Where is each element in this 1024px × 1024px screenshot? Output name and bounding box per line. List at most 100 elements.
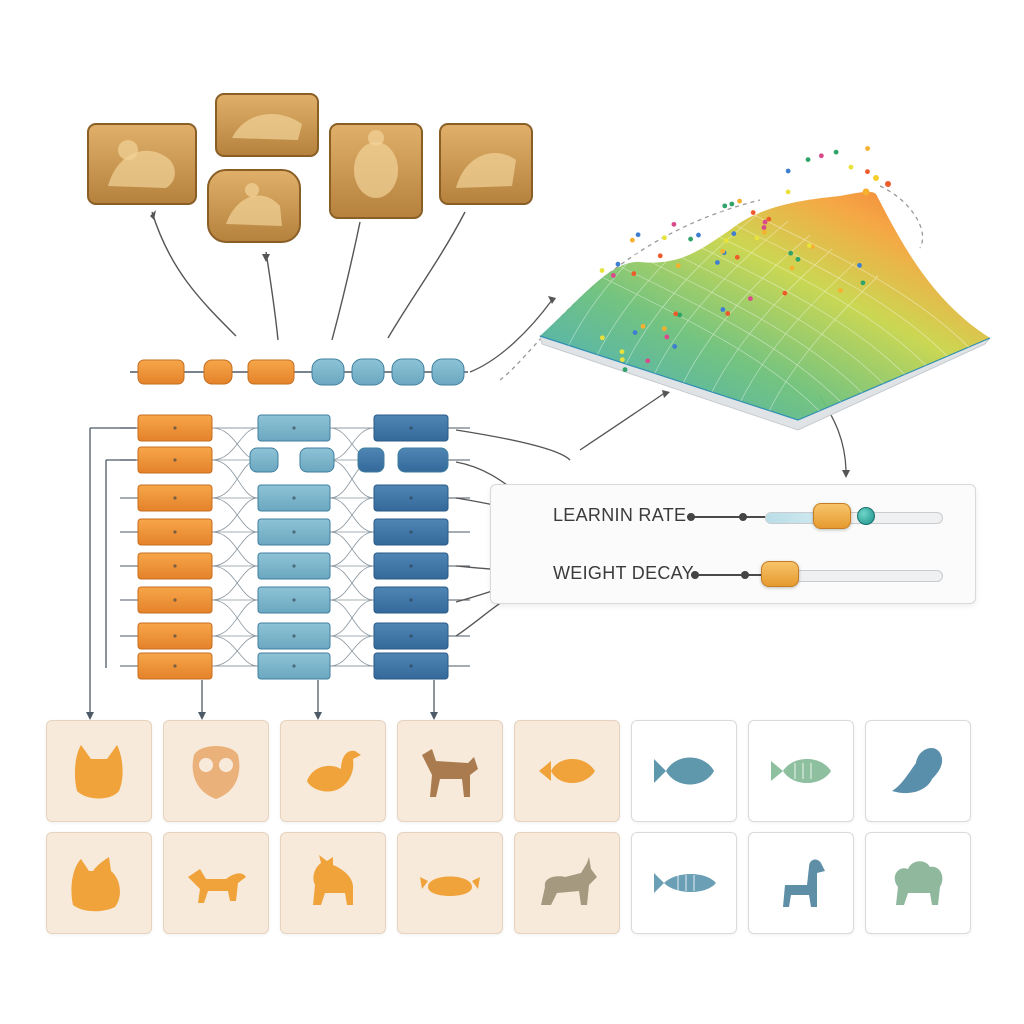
loss-sample-point [599, 268, 605, 273]
output-tile[interactable] [631, 832, 737, 934]
loss-sample-point [789, 265, 795, 271]
loss-sample-point [785, 189, 791, 195]
loss-sample-point [782, 290, 788, 296]
loss-sample-point [661, 326, 667, 332]
loss-sample-point [662, 235, 667, 241]
output-tile[interactable] [865, 832, 971, 934]
two-cats-icon [71, 857, 120, 912]
loss-sample-point [619, 349, 625, 355]
output-tile[interactable] [748, 832, 854, 934]
loss-sample-point [615, 261, 621, 267]
crab-icon [420, 876, 480, 896]
loss-sample-point [795, 256, 801, 262]
loss-sample-point [632, 330, 638, 335]
loss-sample-point [731, 231, 737, 237]
learning-rate-handle[interactable] [813, 503, 852, 529]
input-connectors [151, 160, 466, 341]
loss-sample-point [723, 238, 729, 243]
loss-sample-point [754, 235, 760, 241]
attention-node [249, 447, 279, 473]
loss-sample-point [805, 157, 811, 162]
loss-sample-point [671, 221, 677, 227]
output-tile[interactable] [748, 720, 854, 822]
loss-sample-point [696, 232, 701, 238]
loss-sample-point [729, 201, 735, 207]
loss-sample-point [860, 280, 866, 286]
output-tile[interactable] [397, 720, 503, 822]
loss-sample-point [785, 168, 791, 174]
loss-sample-point [818, 153, 824, 159]
fish-icon [654, 757, 714, 785]
bus-arrows [86, 712, 438, 720]
loss-sample-point [806, 243, 812, 249]
weight-decay-row: WEIGHT DECAY [491, 555, 975, 595]
loss-sample-point [857, 263, 862, 268]
fox-icon [188, 869, 246, 903]
loss-sample-point [734, 254, 740, 260]
loss-sample-point [747, 296, 753, 301]
cat-icon [74, 745, 123, 799]
loss-sample-point [664, 334, 670, 340]
output-tile[interactable] [46, 832, 152, 934]
output-tile[interactable] [514, 720, 620, 822]
loss-sample-point [645, 358, 651, 364]
loss-sample-point [657, 253, 663, 259]
learning-rate-lead [687, 516, 767, 518]
learning-rate-slider[interactable] [765, 512, 943, 524]
input-plaques [87, 93, 533, 243]
attention-node [299, 447, 335, 473]
loss-sample-point [677, 312, 683, 318]
seal-icon [892, 748, 943, 794]
bird-icon [307, 750, 361, 792]
output-tile[interactable] [163, 720, 269, 822]
attention-node [357, 447, 385, 473]
loss-sample-point [720, 307, 726, 312]
loss-sample-point [833, 149, 839, 155]
loss-sample-point [737, 198, 742, 204]
loss-sample-point [599, 335, 605, 341]
tuna-icon [654, 873, 716, 893]
layer-interconnects [120, 427, 470, 667]
weight-decay-lead-dot [691, 571, 699, 579]
loss-sample-point [673, 311, 679, 317]
output-tile[interactable] [46, 720, 152, 822]
loss-sample-point [766, 216, 772, 222]
loss-sample-point [762, 229, 767, 235]
figure-relief-icon [329, 123, 423, 219]
top-node-row [130, 358, 468, 386]
goat-icon [313, 855, 353, 905]
loss-sample-point [750, 210, 756, 215]
rider-relief-icon [207, 169, 301, 243]
output-tile[interactable] [631, 720, 737, 822]
loss-sample-point [675, 263, 681, 269]
loss-sample-point [622, 367, 628, 373]
learning-rate-lead-dot [739, 513, 747, 521]
loss-sample-point [865, 146, 870, 151]
loss-sample-point [762, 219, 768, 225]
wolf-icon [422, 749, 478, 797]
loss-sample-point [722, 203, 728, 209]
loss-sample-point [788, 250, 794, 256]
weight-decay-label: WEIGHT DECAY [553, 563, 694, 583]
output-tile[interactable] [397, 832, 503, 934]
loss-sample-point [848, 164, 854, 170]
lion-relief-icon [215, 93, 319, 157]
loss-sample-point [629, 237, 635, 243]
output-tile[interactable] [280, 720, 386, 822]
learning-rate-knob[interactable] [857, 507, 876, 525]
loss-sample-point [619, 357, 625, 363]
weight-decay-handle[interactable] [760, 561, 799, 587]
loss-sample-point [640, 323, 646, 329]
output-tile[interactable] [514, 832, 620, 934]
network-layers [137, 414, 449, 680]
loss-sample-point [688, 236, 694, 242]
unicorn-icon [541, 857, 597, 905]
loss-sample-point [865, 169, 870, 175]
weight-decay-lead [691, 574, 767, 576]
output-tile[interactable] [280, 832, 386, 934]
output-tile[interactable] [163, 832, 269, 934]
output-tile[interactable] [865, 720, 971, 822]
hyperparameter-panel: LEARNIN RATE WEIGHT DECAY [490, 484, 976, 604]
